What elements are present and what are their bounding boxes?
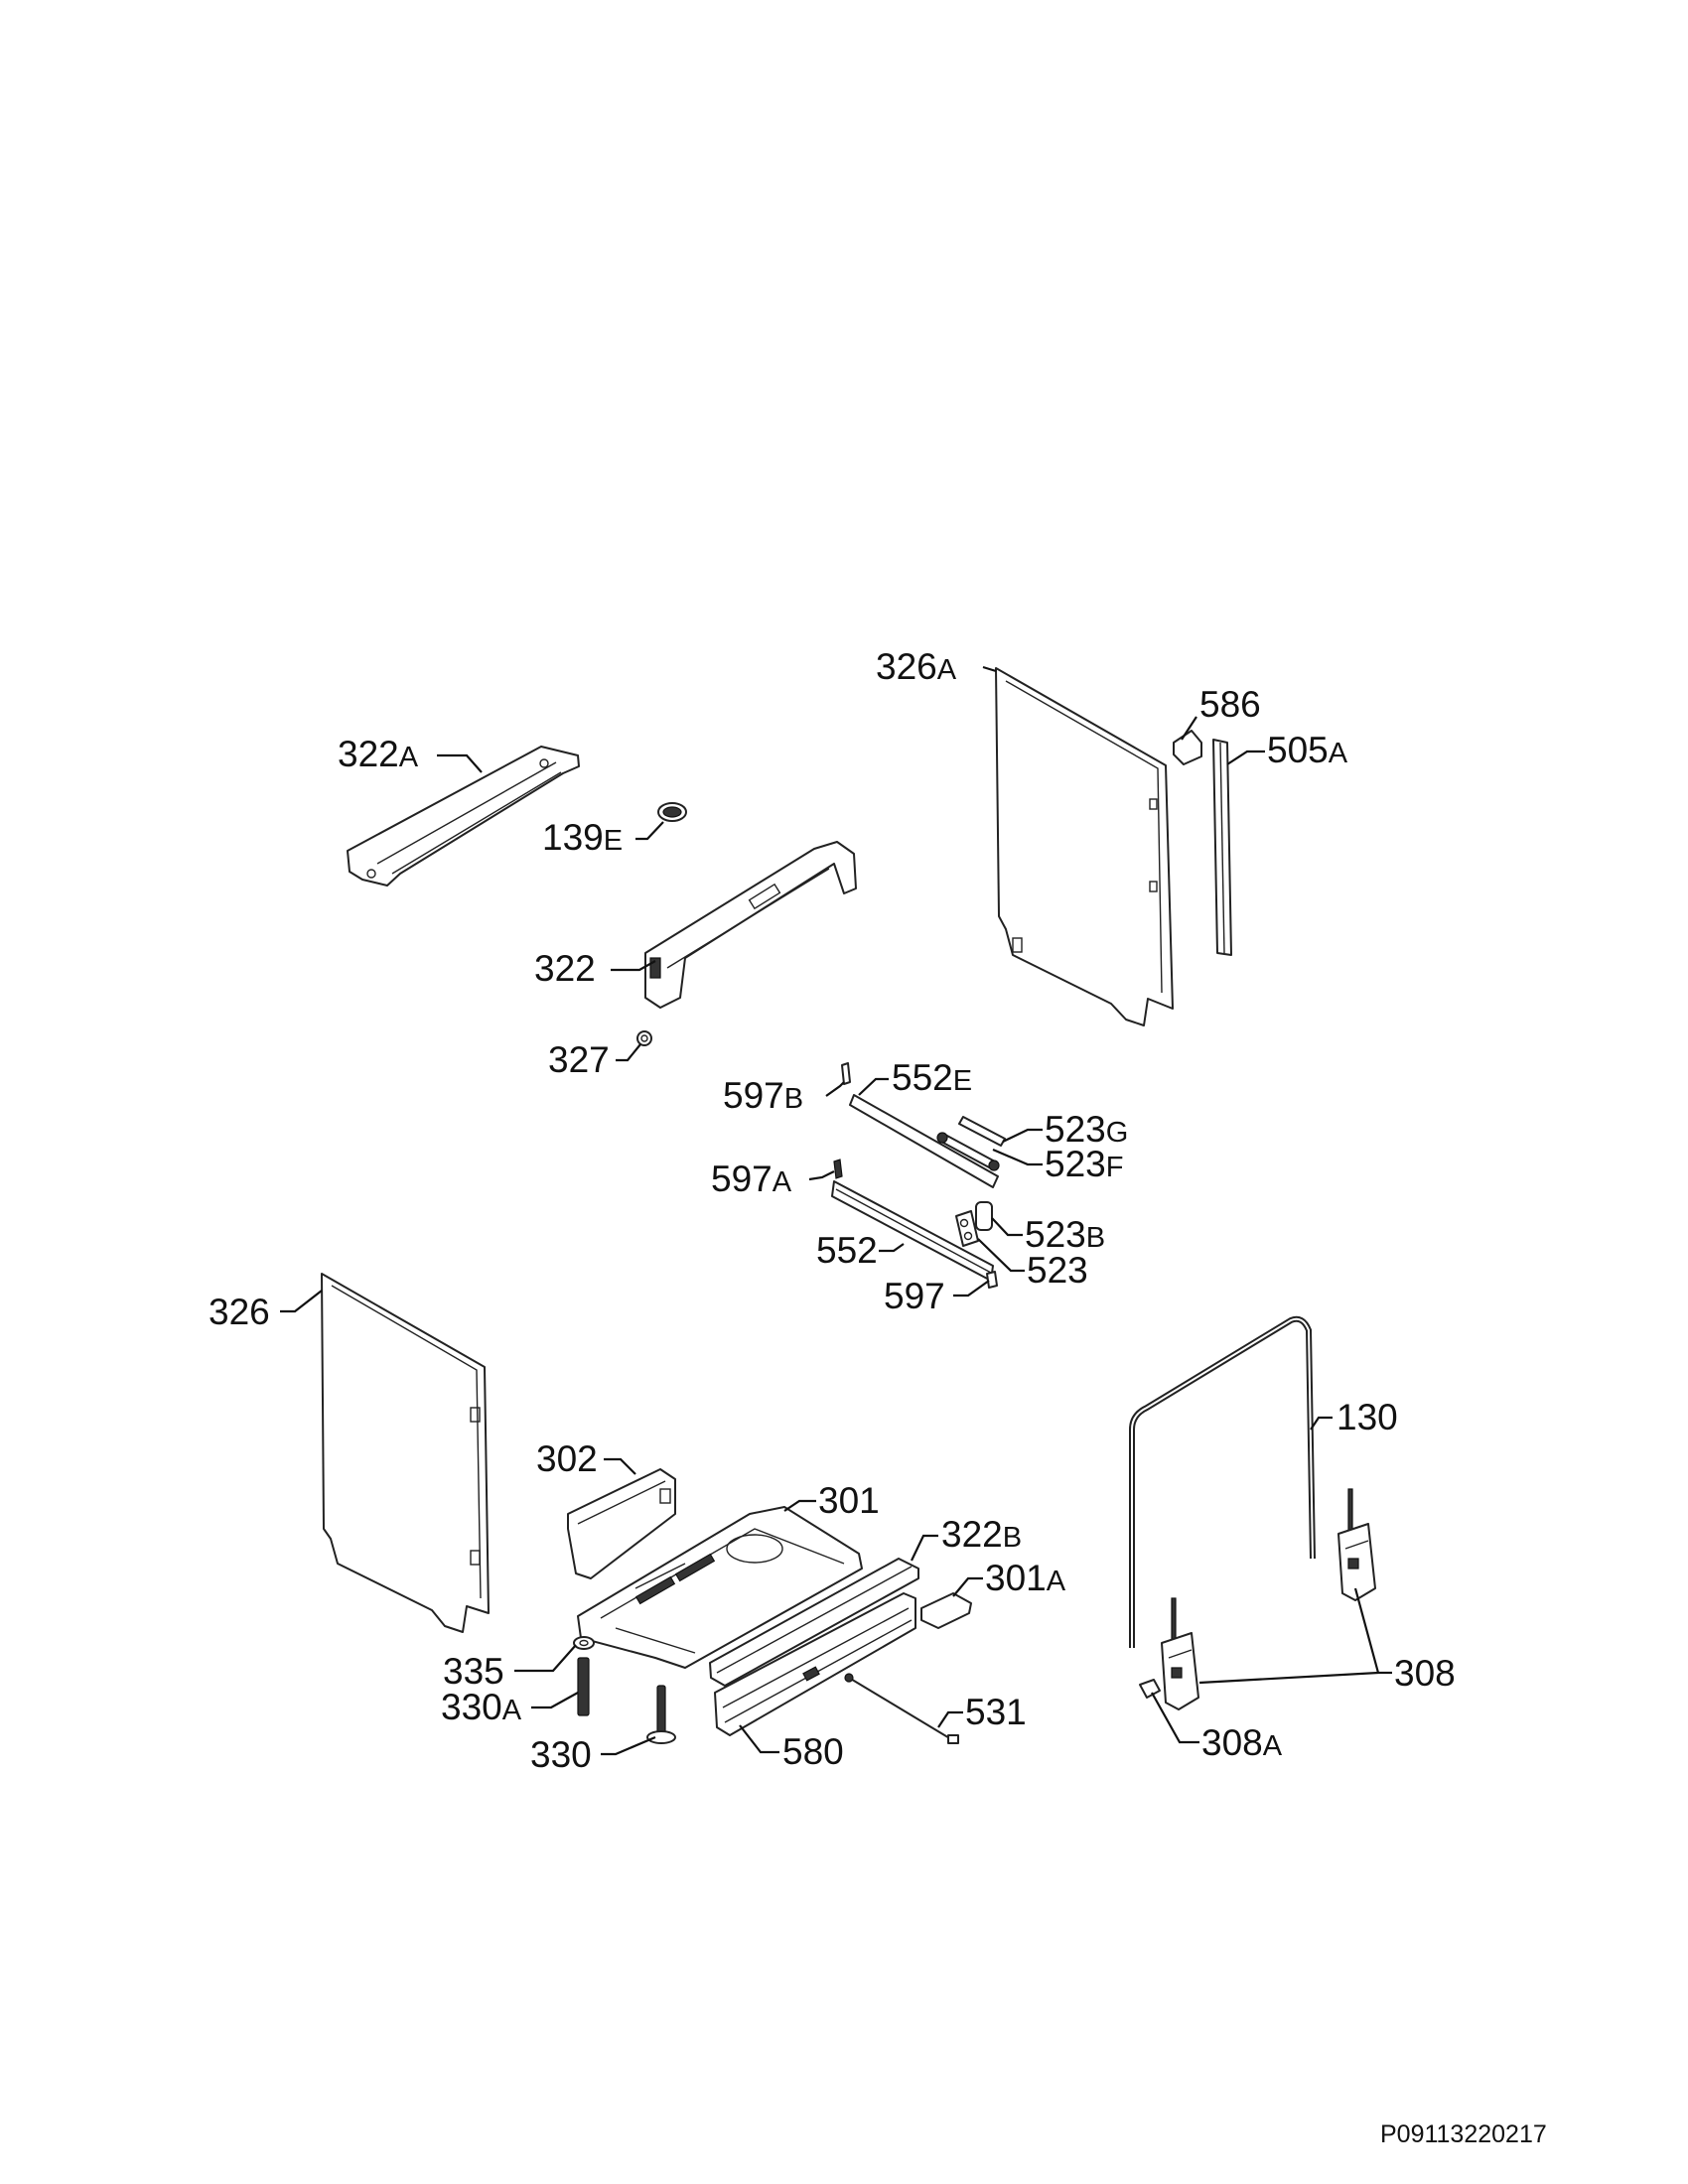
part-side-panel-326 [321,1273,490,1633]
callout-322: 322 [534,948,596,989]
callout-597: 597 [884,1276,945,1316]
part-hinge-308-upper [1337,1488,1376,1601]
callout-322A: 322A [338,734,419,774]
callout-505A: 505A [1267,730,1348,770]
callout-301: 301 [818,1480,880,1521]
callout-523F: 523F [1045,1144,1123,1184]
callout-302: 302 [536,1438,598,1479]
part-bar-523F [936,1132,1000,1171]
callout-580: 580 [782,1731,844,1772]
part-hinge-308-lower [1161,1597,1199,1710]
callout-523B: 523B [1025,1214,1105,1255]
part-grille-139E [657,802,687,822]
callout-308A: 308A [1201,1722,1283,1763]
part-strip-505A [1212,739,1232,956]
leader-lines [280,665,1392,1756]
callout-301A: 301A [985,1558,1066,1598]
callout-139E: 139E [542,817,623,858]
part-pin-597B [841,1062,851,1085]
callout-531: 531 [965,1692,1027,1732]
part-pin-597A [833,1159,843,1179]
part-bar-523G [958,1116,1006,1147]
part-side-panel-326A [995,667,1174,1026]
callout-335: 335 [443,1651,504,1692]
part-frame-rail-322A [347,746,580,887]
callout-586: 586 [1199,684,1261,725]
part-foot-330A [577,1657,590,1716]
callout-130: 130 [1336,1397,1398,1437]
callout-326: 326 [209,1292,270,1332]
callout-523G: 523G [1045,1109,1128,1150]
callout-labels: 326A 586 505A 322A 139E 322 327 597B 552… [209,646,1456,1775]
part-cap-327 [636,1030,652,1046]
callout-330A: 330A [441,1687,522,1727]
part-hook-597 [986,1271,998,1289]
callout-326A: 326A [876,646,957,687]
callout-523: 523 [1027,1250,1088,1291]
part-frame-rail-322 [644,841,857,1009]
callout-308: 308 [1394,1653,1456,1694]
part-base-rail-580 [714,1592,916,1736]
callout-552: 552 [816,1230,878,1271]
part-cable-531 [844,1673,959,1744]
callout-330: 330 [530,1734,592,1775]
part-door-seal-130 [1129,1315,1316,1648]
part-rail-322B [709,1558,919,1687]
part-washer-335 [573,1636,595,1650]
part-connector-308A [1139,1679,1161,1699]
part-bracket-301A [920,1592,972,1629]
callout-597A: 597A [711,1159,792,1199]
part-clip-586 [1173,730,1202,765]
drawing-code: P09113220217 [1380,2120,1547,2148]
part-bracket-523B [975,1201,993,1231]
callout-327: 327 [548,1039,610,1080]
callout-552E: 552E [892,1057,972,1098]
callout-597B: 597B [723,1075,803,1116]
part-cover-302 [567,1468,676,1579]
part-foot-330 [646,1685,676,1744]
part-rod-552E [849,1094,999,1188]
callout-322B: 322B [941,1514,1022,1555]
part-hinge-523 [955,1210,979,1247]
part-base-301 [577,1506,863,1669]
